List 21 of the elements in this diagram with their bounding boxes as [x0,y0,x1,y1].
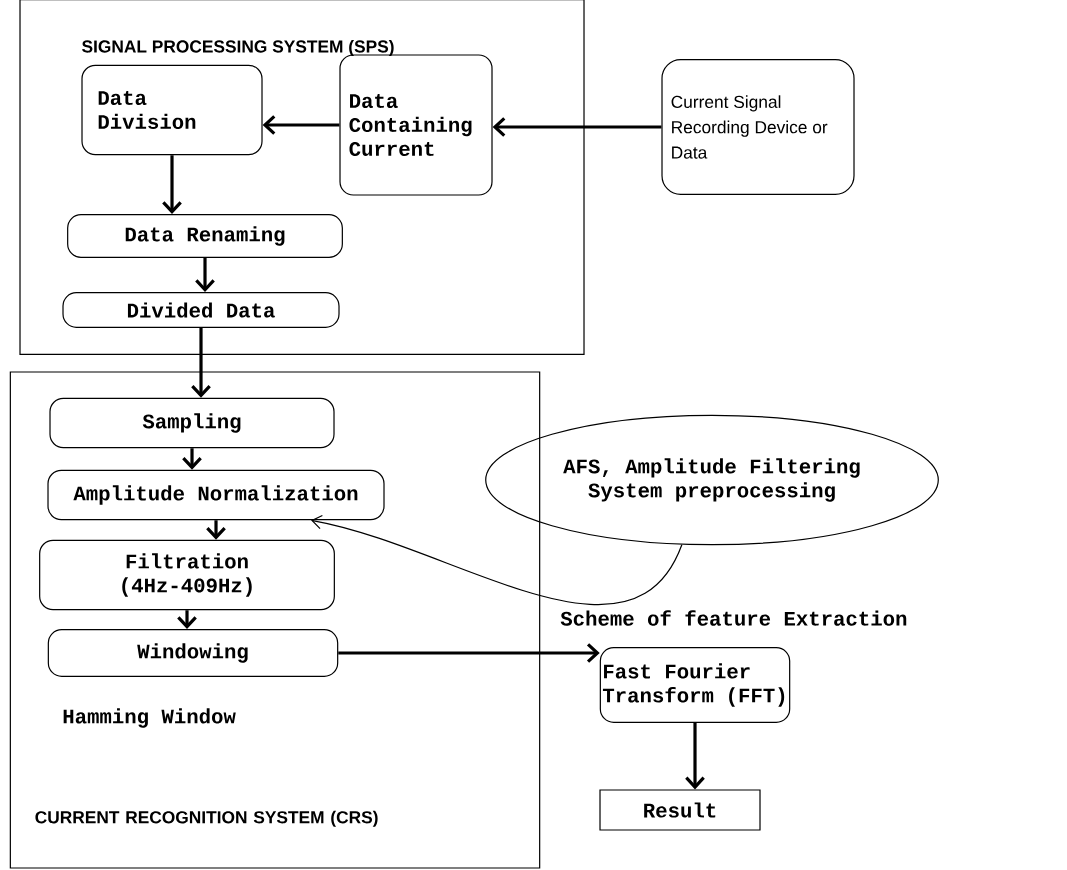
arrow [195,257,215,293]
arrow [262,115,340,135]
process-box: Sampling [49,397,335,449]
arrow [338,643,600,663]
arrow [685,722,705,790]
process-box: Data Division [81,64,263,156]
process-box: Windowing [47,629,339,677]
caption-text: Hamming Window [63,708,236,728]
source-box: Current Signal Recording Device or Data [661,59,855,195]
arrow [311,514,683,606]
arrow [191,327,211,398]
arrow [492,117,662,137]
process-box: Amplitude Normalization [47,469,385,521]
arrow [182,448,202,470]
process-box: Filtration (4Hz-409Hz) [39,539,335,611]
process-box: Data Renaming [67,214,343,258]
process-box: Fast Fourier Transform (FFT) [599,647,791,723]
arrow [162,155,182,215]
result-box: Result [599,789,761,831]
process-box: Divided Data [62,292,340,328]
caption-text: Scheme of feature Extraction [560,610,907,626]
